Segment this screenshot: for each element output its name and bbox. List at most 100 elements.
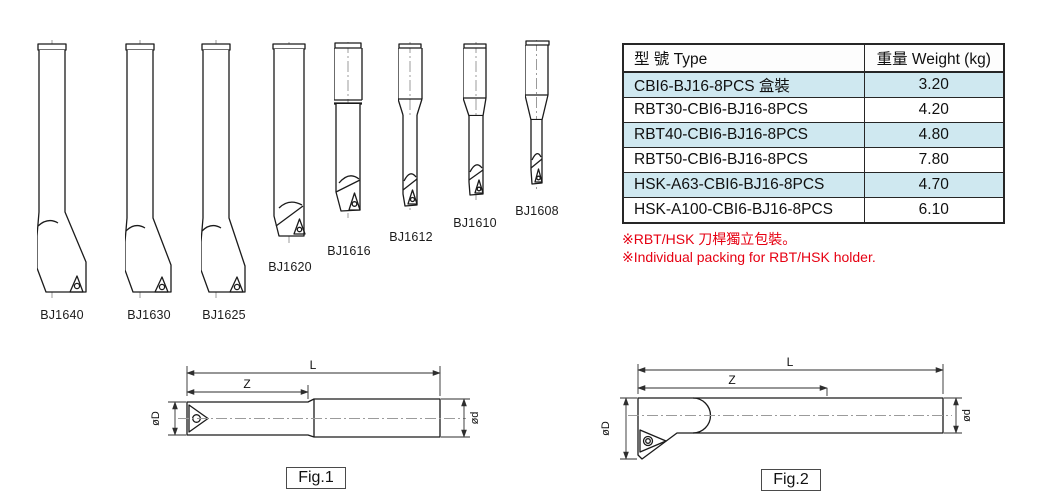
shank-cap [398, 43, 422, 49]
tool-drawing-bj1640 [37, 40, 87, 298]
tool-outline [201, 50, 246, 293]
extension-lines-D [620, 397, 637, 460]
insert-screw [476, 186, 482, 192]
shank-cap [524, 40, 550, 46]
weight-cell: 3.20 [863, 71, 1005, 98]
tool-drawing-bj1630 [125, 40, 172, 298]
tool-label: BJ1640 [40, 308, 84, 322]
insert-triangle [348, 192, 361, 211]
tool-label: BJ1620 [268, 260, 312, 274]
insert-triangle [474, 179, 484, 194]
dim-label-d: ød [961, 409, 973, 422]
tool-label: BJ1625 [202, 308, 246, 322]
weight-cell: 4.20 [863, 97, 1005, 123]
tool-outline [402, 115, 418, 207]
tool-drawing-bj1612 [398, 42, 423, 212]
dim-label-Z: Z [728, 373, 735, 387]
insert-triangle [293, 218, 306, 235]
dim-label-D: øD [150, 411, 162, 426]
tool-bj1612: BJ1612 [383, 42, 439, 244]
tool-drawing-bj1620 [272, 42, 306, 246]
tool-outline [637, 397, 944, 460]
pocket-curve [530, 153, 542, 161]
dim-label-D: øD [600, 421, 612, 436]
insert-screw [409, 196, 416, 203]
tool-outline [529, 120, 543, 185]
pocket-line [275, 205, 304, 227]
pocket-curve [469, 164, 483, 173]
insert-triangle [154, 276, 169, 293]
pocket-curve [338, 175, 360, 184]
pocket-line [402, 178, 418, 191]
tool-bj1620: BJ1620 [262, 42, 318, 274]
tool-drawing-bj1610 [463, 42, 487, 200]
taper [524, 94, 549, 121]
pocket-line [335, 179, 361, 193]
shank-cap [334, 42, 362, 49]
insert-screw-outer [642, 435, 654, 447]
insert-triangle [533, 168, 543, 183]
tool-bj1616: BJ1616 [321, 42, 377, 258]
table-row: CBI6-BJ16-8PCS 盒裝 3.20 [622, 71, 1005, 98]
figure-2: L Z øD ød Fig.2 [590, 352, 992, 491]
figure-2-drawing: L Z øD ød [600, 355, 973, 460]
note-line-zh: ※RBT/HSK 刀桿獨立包裝。 [622, 231, 797, 247]
tool-bj1625: BJ1625 [196, 40, 252, 322]
spec-table: 型 號 Type 重量 Weight (kg) CBI6-BJ16-8PCS 盒… [622, 43, 1005, 224]
table-row: RBT50-CBI6-BJ16-8PCS 7.80 [622, 147, 1005, 173]
shank-cap [463, 43, 487, 49]
dim-label-d: ød [469, 412, 481, 425]
dim-label-Z: Z [243, 377, 250, 391]
insert-screw [233, 283, 241, 291]
dim-label-L: L [787, 355, 794, 369]
insert-triangle [639, 429, 667, 453]
tool-outline [125, 50, 172, 293]
model-cell: RBT30-CBI6-BJ16-8PCS [622, 97, 865, 123]
tool-label: BJ1610 [453, 216, 497, 230]
table-row: RBT30-CBI6-BJ16-8PCS 4.20 [622, 97, 1005, 123]
shank-body [463, 48, 487, 99]
model-cell: CBI6-BJ16-8PCS 盒裝 [622, 71, 865, 98]
tool-label: BJ1630 [127, 308, 171, 322]
tool-bj1610: BJ1610 [447, 42, 503, 230]
taper [463, 97, 487, 117]
tool-outline [37, 50, 87, 293]
figure-2-caption: Fig.2 [761, 469, 821, 491]
weight-cell: 7.80 [863, 147, 1005, 173]
insert-triangle [407, 189, 418, 205]
tool-label: BJ1608 [515, 204, 559, 218]
tool-outline [335, 104, 361, 212]
shank-body [524, 45, 549, 96]
tool-outline [468, 116, 484, 196]
pocket-line [530, 158, 542, 169]
insert-screw [296, 226, 303, 233]
tool-drawing-bj1616 [334, 42, 363, 218]
extension-lines-d [944, 397, 962, 434]
weight-cell: 6.10 [863, 197, 1005, 224]
pocket-curve [278, 201, 303, 209]
model-cell: RBT40-CBI6-BJ16-8PCS [622, 122, 865, 148]
column-header-type: 型 號 Type [622, 43, 865, 73]
pocket-curve [125, 224, 146, 232]
insert-screw [351, 201, 358, 207]
insert-screw [535, 175, 541, 181]
shank-cap [272, 43, 306, 50]
weight-cell: 4.80 [863, 122, 1005, 148]
weight-cell: 4.70 [863, 172, 1005, 198]
pocket-curve [201, 224, 222, 232]
dim-label-L: L [310, 358, 317, 372]
figure-1-drawing: L Z øD ød [150, 358, 481, 438]
shank-body [334, 48, 363, 101]
taper [398, 98, 423, 116]
insert-screw-inner [645, 438, 651, 444]
model-cell: RBT50-CBI6-BJ16-8PCS [622, 147, 865, 173]
model-cell: HSK-A63-CBI6-BJ16-8PCS [622, 172, 865, 198]
tool-bj1630: BJ1630 [121, 40, 177, 322]
tool-drawing-bj1608 [524, 40, 550, 190]
pocket-line [468, 169, 484, 181]
tool-drawing-bj1625 [201, 40, 246, 298]
model-cell: HSK-A100-CBI6-BJ16-8PCS [622, 197, 865, 224]
pocket-curve [37, 219, 59, 227]
pocket-curve [403, 173, 417, 182]
tool-bj1640: BJ1640 [34, 40, 90, 322]
